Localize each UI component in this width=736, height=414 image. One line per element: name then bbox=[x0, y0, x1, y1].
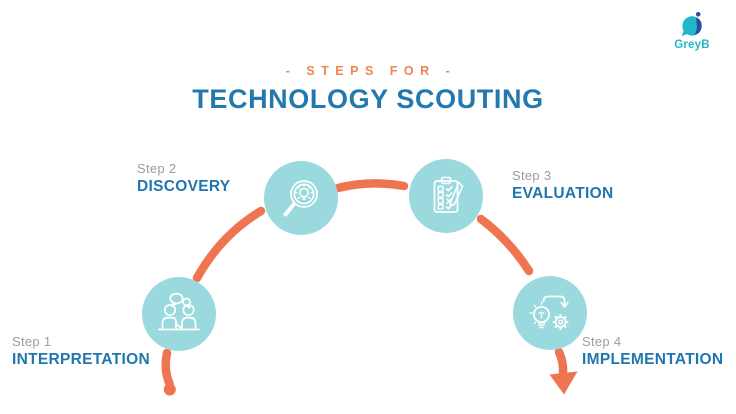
step-4-circle bbox=[513, 276, 587, 350]
brand-name: GreyB bbox=[674, 39, 710, 51]
step-1-label-block: Step 1 INTERPRETATION bbox=[12, 334, 150, 370]
step-1-title: INTERPRETATION bbox=[12, 351, 150, 369]
step-4-label: Step 4 bbox=[582, 334, 622, 349]
checklist-pencil-icon bbox=[433, 176, 464, 213]
brand-logo: GreyB bbox=[662, 10, 722, 51]
step-2-label-block: Step 2 DISCOVERY bbox=[137, 161, 230, 197]
step-3-label: Step 3 bbox=[512, 168, 552, 183]
page-title: TECHNOLOGY SCOUTING bbox=[192, 84, 544, 114]
step-4-title: IMPLEMENTATION bbox=[582, 351, 724, 369]
down-arrow-icon bbox=[549, 371, 578, 395]
step-2-label: Step 2 bbox=[137, 161, 177, 176]
step-3-circle bbox=[409, 159, 483, 233]
arc-segment-3-4 bbox=[476, 214, 534, 276]
flow-arc-group bbox=[161, 179, 578, 396]
arc-segment-2-3 bbox=[333, 179, 409, 193]
arc-segment-tail bbox=[161, 348, 174, 389]
arc-start-dot-icon bbox=[163, 383, 176, 396]
eyebrow-text: - STEPS FOR - bbox=[285, 64, 457, 78]
magnifier-bulb-icon bbox=[283, 180, 318, 217]
step-2-title: DISCOVERY bbox=[137, 178, 231, 196]
step-1-circle bbox=[142, 277, 216, 351]
step-2-circle bbox=[264, 161, 338, 235]
arrow-stem bbox=[554, 347, 568, 380]
step-1-label: Step 1 bbox=[12, 334, 52, 349]
step-3-title: EVALUATION bbox=[512, 185, 614, 203]
step-3-label-block: Step 3 EVALUATION bbox=[512, 168, 613, 204]
bulb-to-gear-icon bbox=[529, 295, 569, 331]
discussion-people-icon bbox=[158, 292, 200, 331]
arc-segment-1-2 bbox=[192, 206, 266, 283]
greyb-swirl-icon bbox=[681, 10, 702, 37]
step-4-label-block: Step 4 IMPLEMENTATION bbox=[582, 334, 723, 370]
